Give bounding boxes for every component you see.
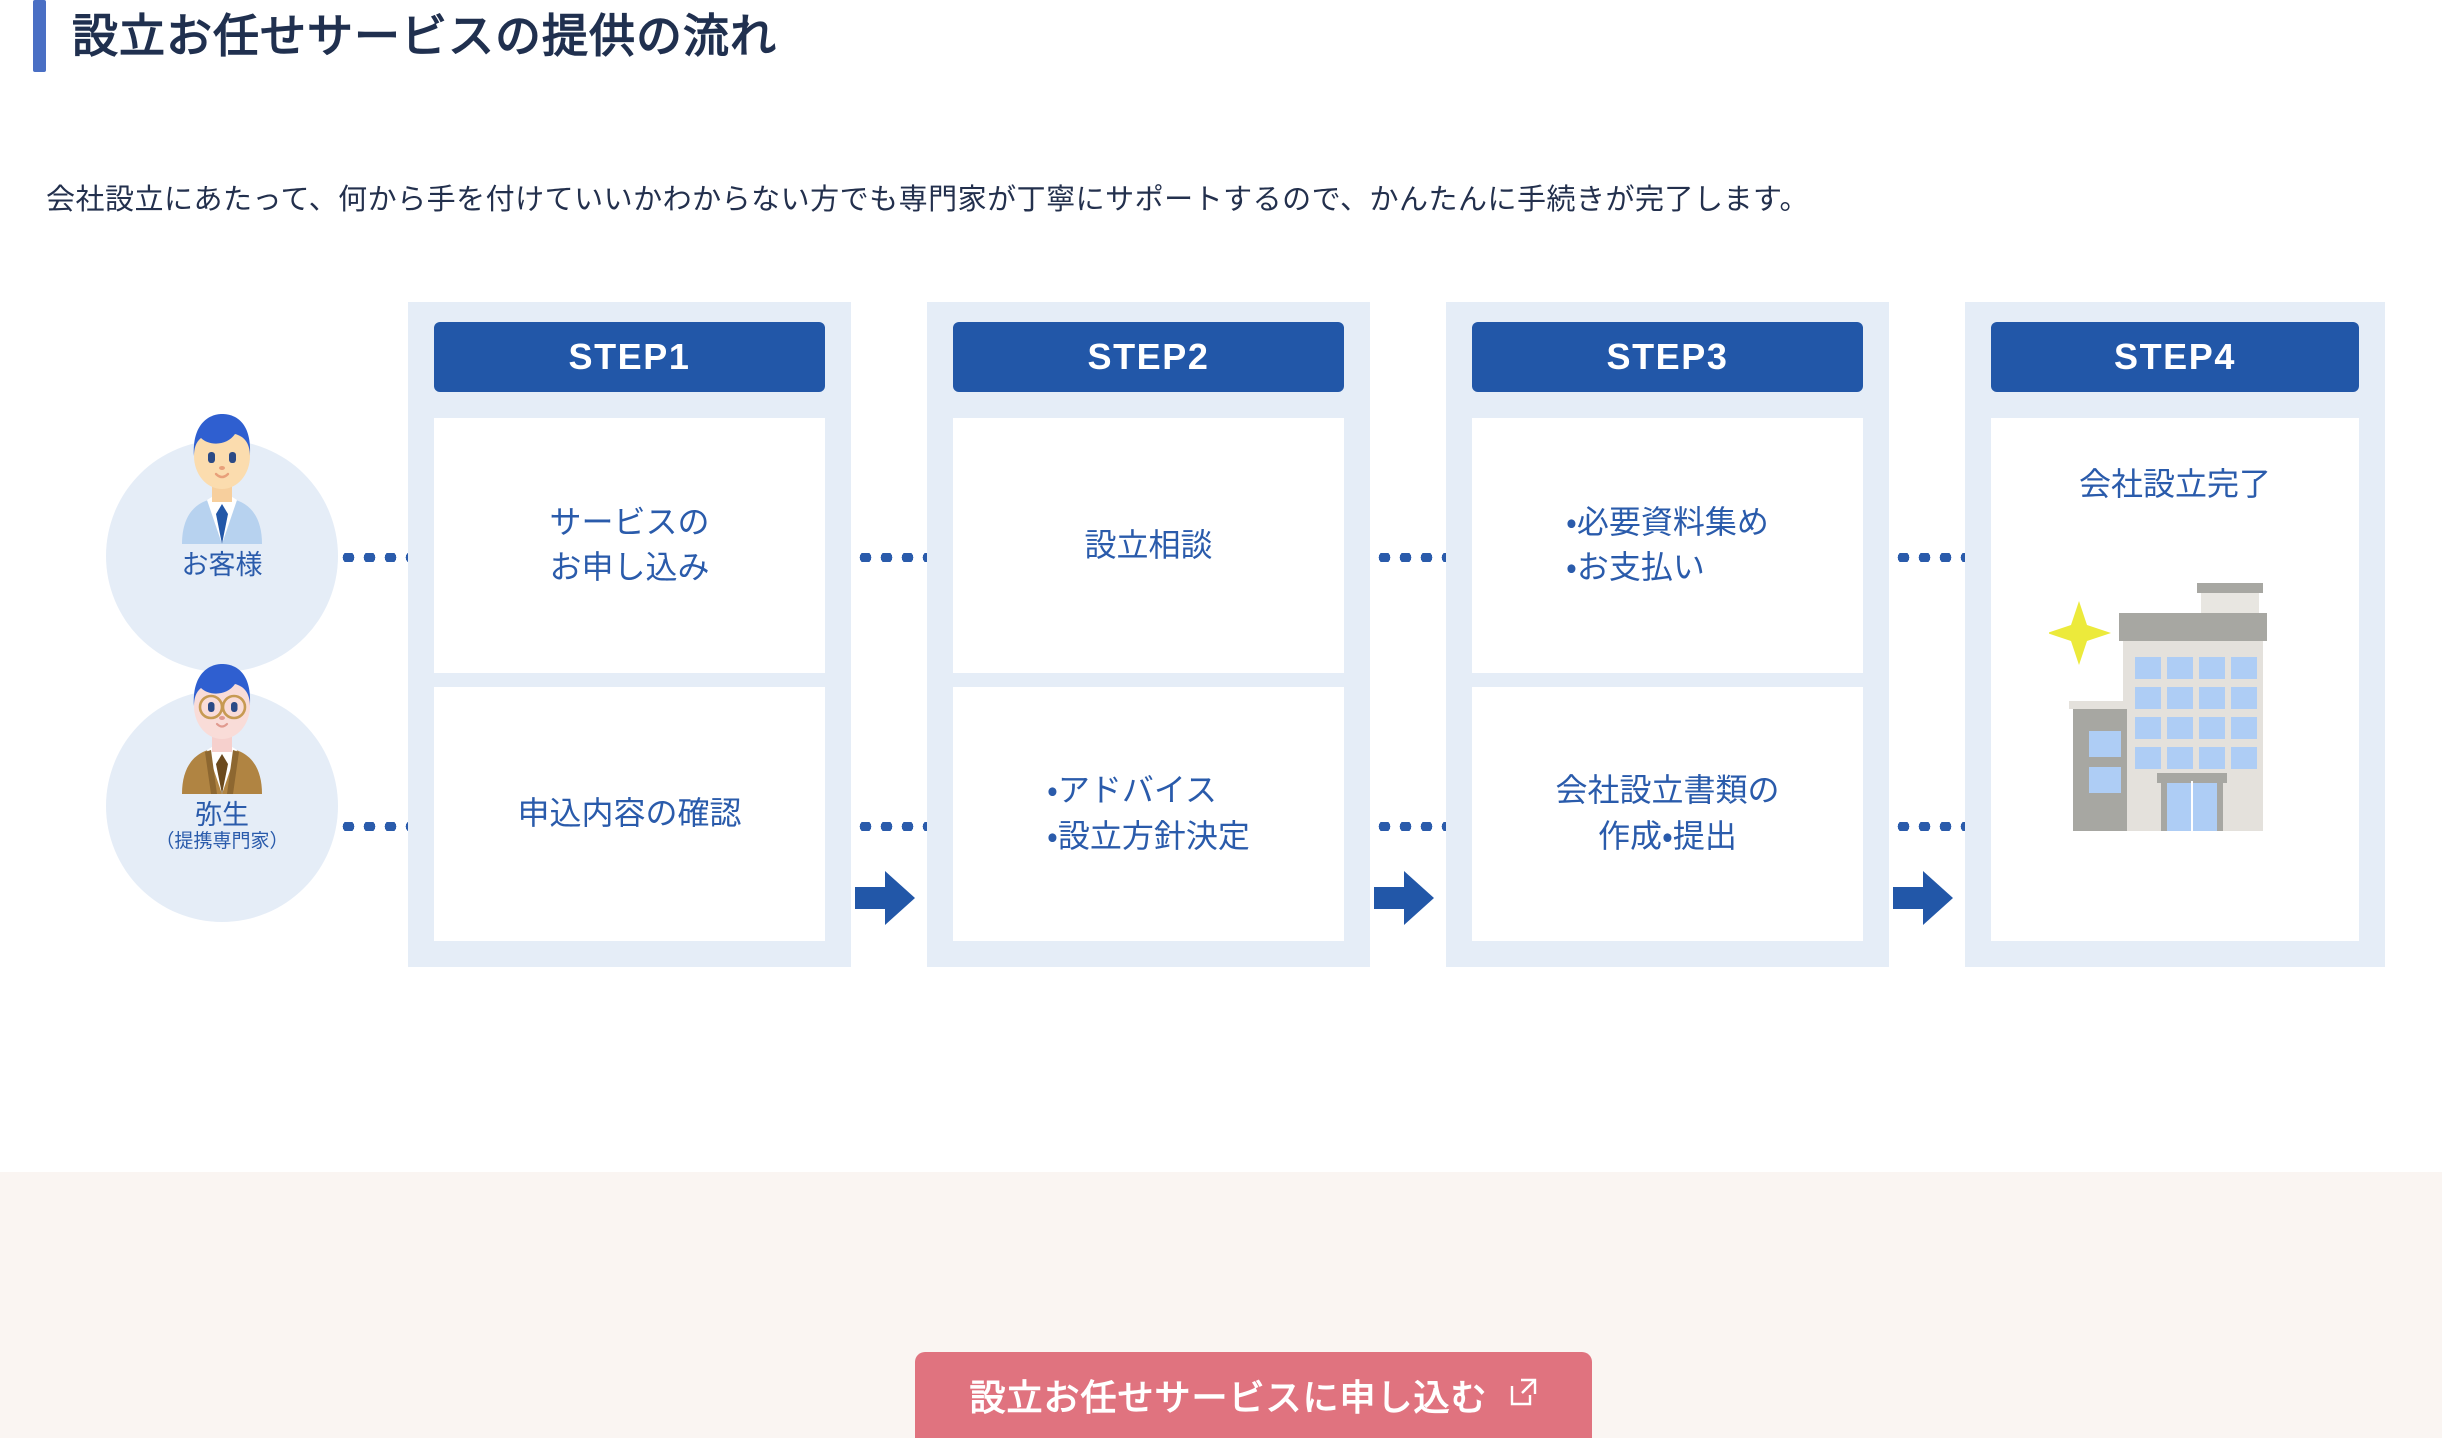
step-label: STEP2 xyxy=(953,322,1344,392)
step-cell-text: 会社設立完了 xyxy=(2078,466,2271,502)
step-label: STEP4 xyxy=(1991,322,2359,392)
dotted-connector xyxy=(1374,553,1459,562)
step-cell-top: ・必要資料集め ・お支払い xyxy=(1472,418,1863,673)
step-card-2: STEP2 設立相談 ・アドバイス ・設立方針決定 xyxy=(927,302,1370,967)
step-card-3: STEP3 ・必要資料集め ・お支払い 会社設立書類の 作成・提出 xyxy=(1446,302,1889,967)
title-accent-bar xyxy=(33,0,46,72)
apply-service-button[interactable]: 設立お任せサービスに申し込む xyxy=(915,1352,1592,1438)
service-flow-diagram: お客様 弥生 （提 xyxy=(0,250,2442,1040)
dotted-connector xyxy=(1374,822,1459,831)
step-label: STEP1 xyxy=(434,322,825,392)
company-building-icon xyxy=(2047,533,2301,831)
step-label: STEP3 xyxy=(1472,322,1863,392)
right-arrow-icon xyxy=(855,867,915,929)
cta-label: 設立お任せサービスに申し込む xyxy=(969,1377,1488,1418)
step-cell-top: サービスの お申し込み xyxy=(434,418,825,673)
customer-avatar-icon xyxy=(147,394,297,549)
dotted-connector xyxy=(1893,822,1978,831)
right-arrow-icon xyxy=(1893,867,1953,929)
dotted-connector xyxy=(338,553,410,562)
expert-avatar-icon xyxy=(147,644,297,799)
actor-subtitle: （提携専門家） xyxy=(155,830,289,852)
dotted-connector xyxy=(1893,553,1978,562)
step-cell-bottom: 会社設立書類の 作成・提出 xyxy=(1472,686,1863,941)
actor-name: 弥生 xyxy=(195,800,249,830)
actor-expert: 弥生 （提携専門家） xyxy=(106,664,338,922)
step-cell-top: 会社設立完了 xyxy=(1991,418,2359,941)
step-body: ・必要資料集め ・お支払い 会社設立書類の 作成・提出 xyxy=(1472,418,1863,941)
external-link-icon xyxy=(1508,1374,1538,1416)
dotted-connector xyxy=(855,553,940,562)
right-arrow-icon xyxy=(1374,867,1434,929)
step-cell-top: 設立相談 xyxy=(953,418,1344,673)
step-card-1: STEP1 サービスの お申し込み 申込内容の確認 xyxy=(408,302,851,967)
step-cell-bottom: 申込内容の確認 xyxy=(434,686,825,941)
step-cell-bottom: ・アドバイス ・設立方針決定 xyxy=(953,686,1344,941)
step-card-4: STEP4 会社設立完了 xyxy=(1965,302,2385,967)
step-body: 会社設立完了 xyxy=(1991,418,2359,941)
dotted-connector xyxy=(338,822,410,831)
actor-name: お客様 xyxy=(181,550,263,580)
step-body: サービスの お申し込み 申込内容の確認 xyxy=(434,418,825,941)
page-title: 設立お任せサービスの提供の流れ xyxy=(72,10,777,62)
step-body: 設立相談 ・アドバイス ・設立方針決定 xyxy=(953,418,1344,941)
page-title-block: 設立お任せサービスの提供の流れ xyxy=(33,0,777,72)
lead-paragraph: 会社設立にあたって、何から手を付けていいかわからない方でも専門家が丁寧にサポート… xyxy=(46,184,1810,216)
dotted-connector xyxy=(855,822,940,831)
actor-customer: お客様 xyxy=(106,414,338,672)
